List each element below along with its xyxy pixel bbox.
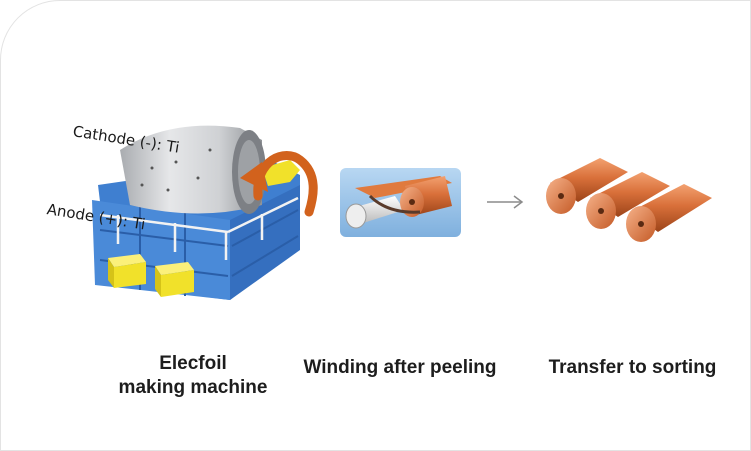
electrolytic-foil-machine <box>92 125 318 300</box>
copper-foil-rolls <box>546 158 712 242</box>
drive-housing <box>262 160 300 186</box>
yellow-tanks <box>108 254 194 297</box>
rotation-arrow <box>240 151 318 217</box>
step-caption-machine: Elecfoil making machine <box>98 352 288 400</box>
step-caption-sorting: Transfer to sorting <box>548 357 717 378</box>
caption-line: Elecfoil <box>159 353 227 374</box>
copper-roll <box>586 172 670 229</box>
caption-line: making machine <box>118 377 268 398</box>
winding-roll <box>400 176 452 217</box>
step-caption-winding: Winding after peeling <box>303 357 497 378</box>
peeling-roller <box>345 196 404 229</box>
copper-roll <box>626 184 712 242</box>
foil-winding-illustration <box>340 168 461 237</box>
flow-arrow <box>487 195 524 209</box>
copper-roll <box>546 158 628 214</box>
